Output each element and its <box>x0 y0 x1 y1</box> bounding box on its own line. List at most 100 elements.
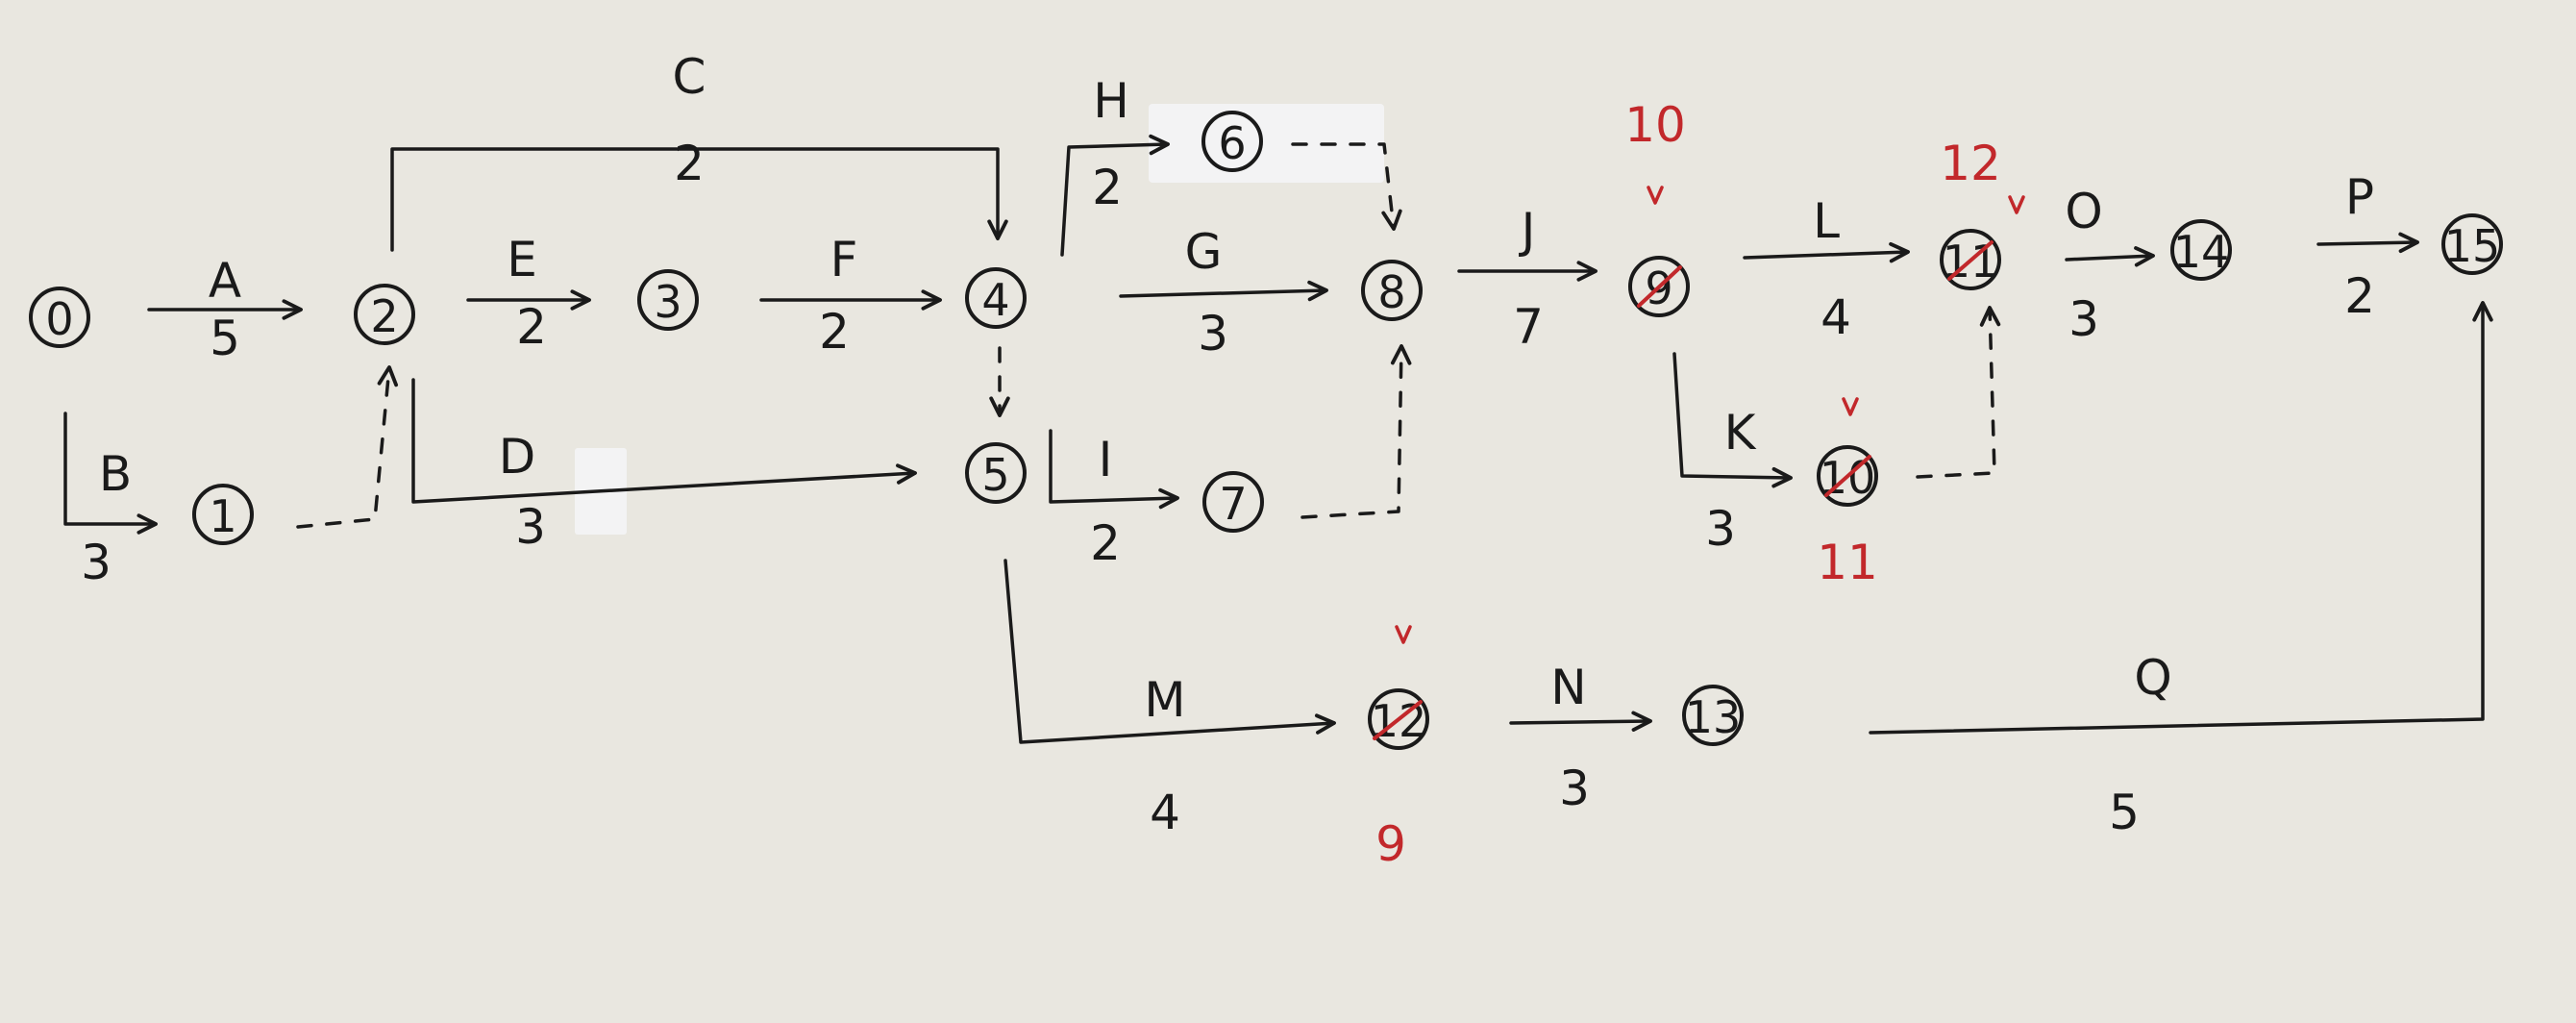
activity-name-a: A <box>209 253 241 309</box>
activity-duration-m: 4 <box>1150 785 1180 840</box>
tape-patch-node-6 <box>1149 104 1384 183</box>
nodes-layer: 0123456789101112131415 <box>29 111 2503 750</box>
event-circle-1 <box>192 484 254 545</box>
activity-line-i <box>1049 429 1179 510</box>
event-circle-5 <box>965 442 1027 504</box>
activity-name-i: I <box>1099 432 1113 487</box>
activity-duration-o: 3 <box>2068 291 2099 347</box>
edges-layer <box>63 134 2493 744</box>
activity-name-g: G <box>1185 224 1223 280</box>
event-number-1: 1 <box>209 490 236 542</box>
activity-name-f: F <box>830 232 858 287</box>
dummy-line-7-8 <box>1300 344 1412 519</box>
activity-duration-e: 2 <box>516 299 547 355</box>
strike-mark-node-10 <box>1824 455 1871 497</box>
event-circle-12 <box>1368 688 1429 750</box>
event-node-7: 7 <box>1202 471 1264 533</box>
activity-line-h <box>1060 134 1170 257</box>
activity-name-o: O <box>2065 184 2102 239</box>
check-mark-3 <box>2008 195 2025 214</box>
activity-arrow-b <box>63 412 158 535</box>
activity-name-j: J <box>1519 203 1536 259</box>
renumber-label-node-9: 10 <box>1624 97 1686 153</box>
event-circle-7 <box>1202 471 1264 533</box>
activity-duration-d: 3 <box>515 499 546 555</box>
activity-duration-g: 3 <box>1198 306 1228 362</box>
event-node-2: 2 <box>354 284 415 345</box>
activity-line-k <box>1672 352 1793 488</box>
dummy-line-6-8 <box>1291 142 1402 231</box>
activity-arrow-c <box>390 147 1008 252</box>
activity-arrow-n <box>1509 711 1652 732</box>
event-number-8: 8 <box>1377 266 1405 318</box>
dummy-activity-1-2 <box>296 365 399 529</box>
event-number-3: 3 <box>654 276 681 328</box>
activity-name-c: C <box>673 49 706 105</box>
dummy-activity-10-11 <box>1916 306 2001 479</box>
activity-name-l: L <box>1813 193 1840 249</box>
event-circle-15 <box>2441 213 2503 275</box>
event-circle-13 <box>1682 685 1744 746</box>
event-node-3: 3 <box>637 269 699 331</box>
activity-name-n: N <box>1550 660 1586 715</box>
event-node-15: 15 <box>2441 213 2503 275</box>
check-mark-2 <box>1842 397 1859 416</box>
event-node-6: 6 <box>1201 111 1263 172</box>
activity-name-e: E <box>507 232 537 287</box>
activity-name-m: M <box>1144 672 1185 728</box>
renumber-label-node-12: 9 <box>1375 816 1406 872</box>
activity-line-d <box>411 378 917 504</box>
activity-name-k: K <box>1724 405 1757 461</box>
event-node-14: 14 <box>2170 219 2232 281</box>
activity-name-b: B <box>99 446 132 502</box>
activity-line-q <box>1869 301 2493 735</box>
dummy-activities-layer <box>296 142 2001 529</box>
activity-arrow-o <box>2065 246 2155 267</box>
event-circle-9 <box>1628 256 1690 317</box>
activity-line-m <box>1003 559 1336 744</box>
event-number-13: 13 <box>1685 691 1742 743</box>
event-number-5: 5 <box>981 449 1009 501</box>
event-circle-11 <box>1940 229 2001 290</box>
event-number-2: 2 <box>370 290 398 342</box>
activity-arrow-q <box>1869 301 2493 735</box>
activity-line-b <box>63 412 158 535</box>
dummy-activity-7-8 <box>1300 344 1412 519</box>
event-number-15: 15 <box>2444 220 2501 272</box>
event-circle-10 <box>1817 445 1878 507</box>
event-circle-3 <box>637 269 699 331</box>
activity-arrow-d <box>411 378 917 504</box>
activity-name-q: Q <box>2134 650 2171 706</box>
activity-line-o <box>2065 246 2155 267</box>
event-number-7: 7 <box>1219 478 1247 530</box>
activity-arrow-i <box>1049 429 1179 510</box>
activity-duration-b: 3 <box>81 535 111 590</box>
event-circle-6 <box>1201 111 1263 172</box>
strike-mark-node-11 <box>1947 240 1994 281</box>
activity-duration-n: 3 <box>1559 761 1590 816</box>
activity-arrow-k <box>1672 352 1793 488</box>
event-node-4: 4 <box>965 267 1027 329</box>
event-node-1: 1 <box>192 484 254 545</box>
activity-arrow-h <box>1060 134 1170 257</box>
event-circle-0 <box>29 287 90 348</box>
activity-name-d: D <box>499 429 536 485</box>
dummy-line-10-11 <box>1916 306 2001 479</box>
strike-mark-node-12 <box>1373 700 1423 740</box>
event-node-0: 0 <box>29 287 90 348</box>
event-circle-2 <box>354 284 415 345</box>
activity-arrow-p <box>2316 232 2419 254</box>
event-number-6: 6 <box>1218 117 1246 169</box>
renumber-label-node-10: 11 <box>1817 535 1878 590</box>
activity-duration-j: 7 <box>1513 299 1544 355</box>
activity-duration-i: 2 <box>1090 515 1121 571</box>
activity-line-g <box>1119 280 1328 302</box>
activity-duration-h: 2 <box>1092 160 1123 215</box>
dummy-activity-6-8 <box>1291 142 1402 231</box>
activity-duration-q: 5 <box>2109 785 2140 840</box>
activity-name-p: P <box>2345 169 2374 225</box>
activity-duration-l: 4 <box>1821 289 1851 345</box>
